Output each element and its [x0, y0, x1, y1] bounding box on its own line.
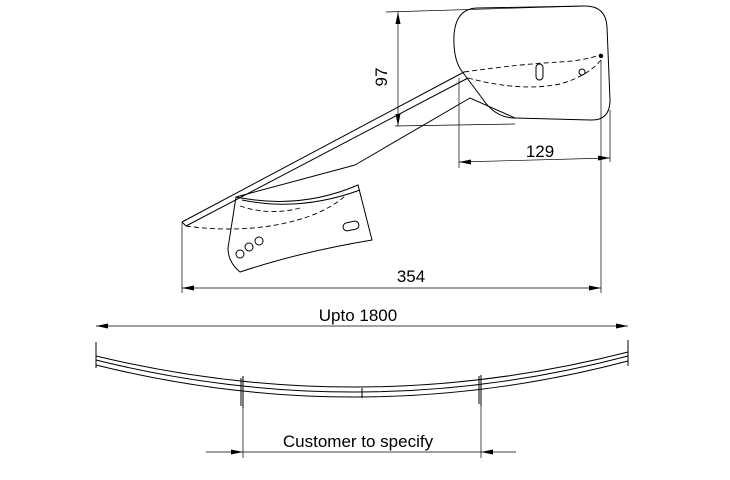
dimension-97: 97: [372, 5, 586, 127]
plate-bolt: [598, 53, 604, 59]
leaf-clamp-left: [240, 376, 244, 408]
clamp-bracket: [227, 184, 373, 273]
hidden-curve-upper: [463, 53, 602, 73]
hidden-curve-lower: [467, 59, 602, 88]
plate-hole: [578, 68, 586, 76]
clamp-hidden-curve: [185, 195, 346, 230]
dimension-97-label: 97: [372, 68, 391, 87]
bracket-assembly: [181, 5, 611, 273]
spring-leaf: [95, 340, 629, 408]
diagonal-bar: [181, 71, 469, 227]
dimension-129-label: 129: [526, 142, 554, 161]
dimension-overall-label: Upto 1800: [319, 306, 397, 325]
dimension-overall: Upto 1800: [96, 306, 628, 329]
spring-leaf-outer: [95, 351, 629, 388]
clamp-hole-2: [244, 242, 254, 252]
leaf-clamp-right: [478, 375, 482, 406]
plate-slot: [535, 63, 544, 81]
dimension-129: 129: [458, 78, 611, 168]
dimension-customer-label: Customer to specify: [283, 432, 434, 451]
clamp-curve: [241, 189, 361, 205]
clamp-hole-1: [235, 249, 245, 259]
dimension-354-label: 354: [397, 267, 425, 286]
dimension-354: 354: [181, 60, 602, 293]
clamp-slot: [342, 220, 360, 232]
mounting-plate: [453, 5, 611, 121]
dimension-customer: Customer to specify: [206, 406, 516, 458]
clamp-hole-3: [254, 236, 264, 246]
